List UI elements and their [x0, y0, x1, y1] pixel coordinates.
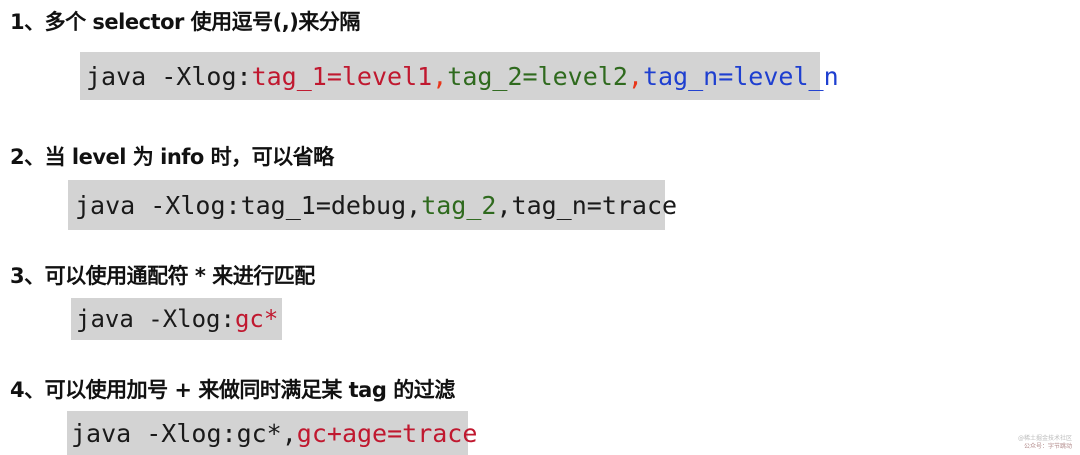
watermark-line-1: @稀土掘金技术社区	[1017, 435, 1072, 442]
section-1-heading: 1、多个 selector 使用逗号(,)来分隔	[10, 10, 360, 34]
code-part-comma: ,	[432, 61, 448, 91]
code-prefix: java -Xlog:	[76, 305, 235, 333]
code-part-gc-wildcard: gc*,	[236, 418, 297, 448]
code-part-gc-age: gc+age=trace	[296, 418, 478, 448]
watermark-line-2: 公众号：字节跳动	[1023, 443, 1072, 450]
code-block-1: java -Xlog: tag_1=level1 , tag_2=level2 …	[80, 52, 839, 100]
code-part-gc-wildcard: gc*	[234, 305, 279, 333]
watermark: @稀土掘金技术社区 公众号：字节跳动	[1018, 435, 1072, 451]
code-part-tagn: ,tag_n=trace	[496, 190, 678, 220]
code-prefix: java -Xlog:	[86, 61, 252, 91]
code-part-tag2: tag_2	[421, 190, 497, 220]
code-part-tag2: tag_2=level2	[447, 61, 628, 91]
section-2-heading: 2、当 level 为 info 时，可以省略	[10, 145, 334, 169]
section-4-heading: 4、可以使用加号 + 来做同时满足某 tag 的过滤	[10, 378, 455, 402]
code-part-comma: ,	[627, 61, 643, 91]
code-prefix: java -Xlog:	[75, 190, 241, 220]
section-3-heading: 3、可以使用通配符 * 来进行匹配	[10, 264, 315, 288]
code-block-4: java -Xlog: gc*, gc+age=trace	[67, 411, 477, 455]
code-prefix: java -Xlog:	[71, 418, 237, 448]
code-part-tag1: tag_1=debug,	[240, 190, 422, 220]
code-block-3: java -Xlog: gc*	[71, 298, 282, 340]
code-block-2: java -Xlog: tag_1=debug, tag_2 ,tag_n=tr…	[68, 180, 677, 230]
code-part-tagn: tag_n=level_n	[642, 61, 839, 91]
code-part-tag1: tag_1=level1	[251, 61, 433, 91]
